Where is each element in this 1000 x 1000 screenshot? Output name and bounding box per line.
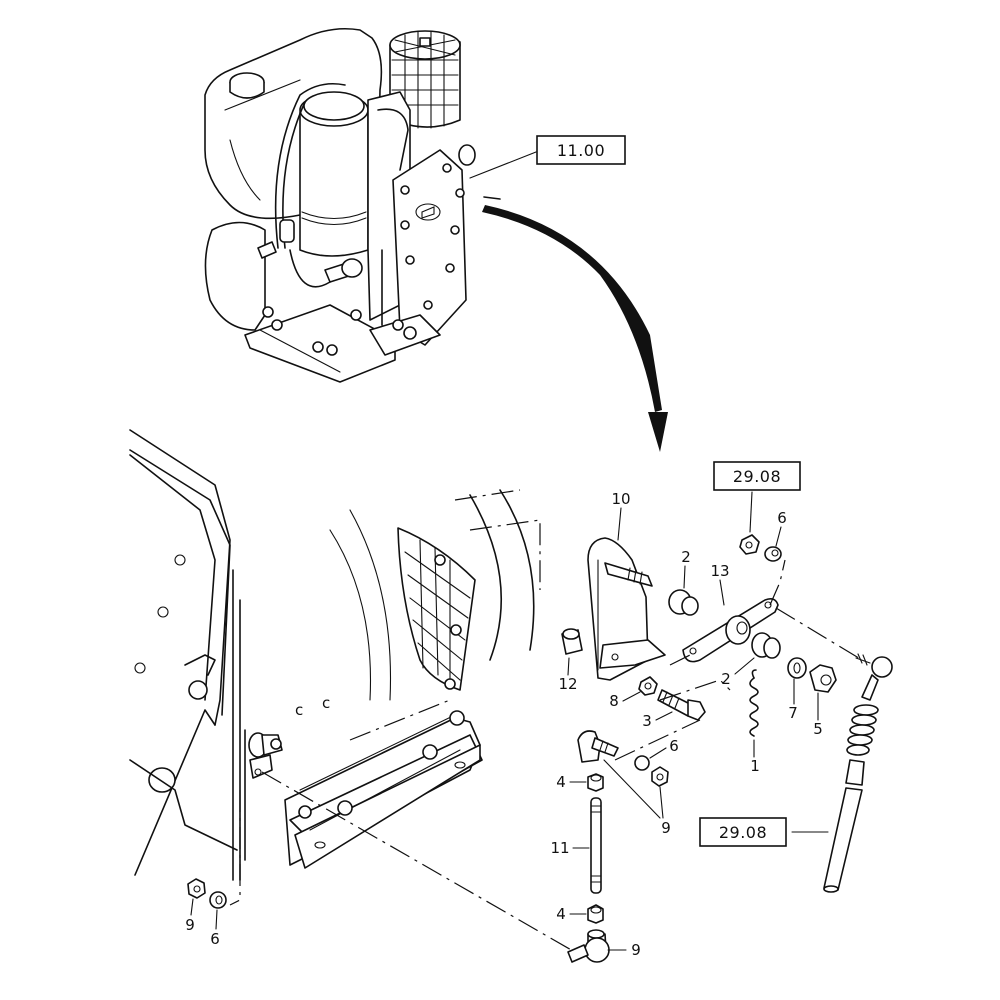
label-10: 10 [611,490,630,508]
label-13: 13 [710,562,729,580]
ref-box-engine[interactable]: 11.00 [536,135,626,165]
part-nut-4a[interactable] [587,773,604,792]
throttle-cable[interactable] [823,653,893,893]
part-nut-5[interactable] [809,664,837,693]
svg-text:c: c [322,694,330,712]
part-rod-11[interactable] [590,797,602,894]
label-9c: 9 [185,916,195,934]
label-11: 11 [550,839,569,857]
part-washer-6c[interactable] [209,891,227,909]
label-4a: 4 [556,773,566,791]
label-3: 3 [642,712,652,730]
part-nut-top[interactable] [739,534,760,555]
ref-box-cable[interactable]: 29.08 [699,817,787,847]
part-washer-7[interactable] [787,657,807,679]
label-6b: 6 [669,737,679,755]
label-9a: 9 [661,819,671,837]
label-6c: 6 [210,930,220,948]
label-2b: 2 [721,670,731,688]
part-nut-8[interactable] [638,676,658,696]
engine-assembly [204,27,476,383]
ref-label-cable: 29.08 [719,823,767,842]
part-washer-6a[interactable] [764,546,782,562]
engine-ref-leader [469,151,537,179]
label-1: 1 [750,757,760,775]
ref-label-engine: 11.00 [557,141,605,160]
label-6a: 6 [777,509,787,527]
label-5: 5 [813,720,823,738]
part-washer-6b[interactable] [634,755,650,771]
part-bracket-10[interactable] [587,537,666,681]
ref-label-top: 29.08 [733,467,781,486]
linkage-parts [187,534,863,963]
ref-box-top[interactable]: 29.08 [713,461,801,491]
part-nut-4b[interactable] [587,904,604,924]
label-9b: 9 [631,941,641,959]
part-spring-1[interactable] [749,669,759,737]
part-labels: 10 2 13 6 12 8 3 2 7 5 1 6 4 9 11 4 [185,490,823,959]
part-bolt-3[interactable] [657,689,706,721]
label-12: 12 [558,675,577,693]
label-4b: 4 [556,905,566,923]
part-spacer-12[interactable] [561,628,583,655]
part-ball-joint-upper[interactable] [577,730,619,763]
label-7: 7 [788,704,798,722]
part-bushing-2b[interactable] [751,632,781,659]
svg-text:c: c [295,701,303,719]
part-ball-joint-lower[interactable] [567,929,610,963]
label-2a: 2 [681,548,691,566]
part-nut-9a[interactable] [651,766,669,787]
part-bushing-2a[interactable] [668,589,699,616]
label-8: 8 [609,692,619,710]
curved-pointer-arrow [482,196,668,452]
part-nut-9c[interactable] [187,878,206,899]
transmission-housing: c c [129,429,581,956]
